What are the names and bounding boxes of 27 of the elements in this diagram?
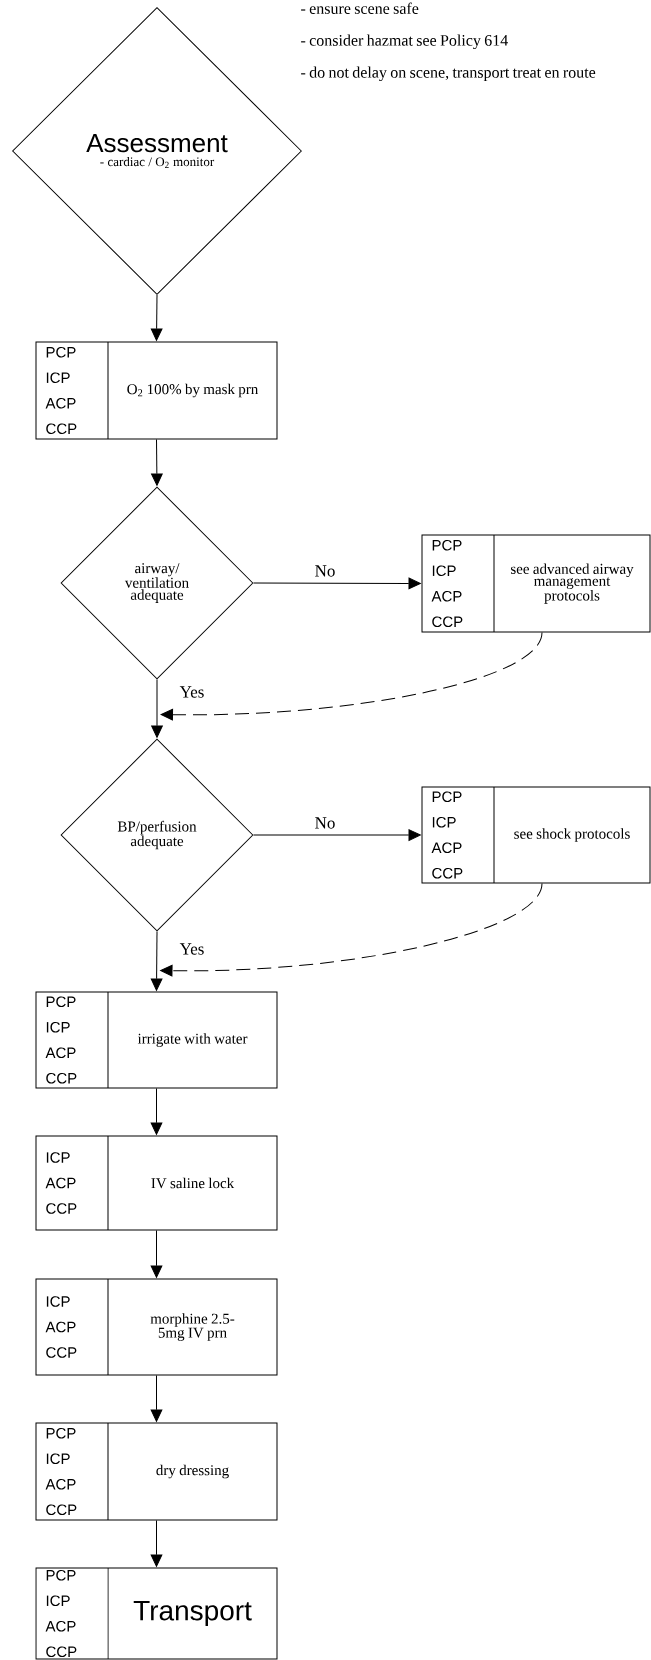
edge-label: No [313,816,337,830]
note-text: - ensure scene safe [301,2,419,14]
process-box: ICP ACP CCP morphine 2.5-5mg IV prn [35,1278,278,1376]
arrow [150,1088,163,1135]
edge-label: No [313,564,337,578]
process-box: PCP ICP ACP CCP irrigate with water [35,991,278,1089]
arrow [150,931,163,991]
process-box: PCP ICP ACP CCP Transport [35,1567,278,1660]
note-text: - do not delay on scene, transport treat en route [301,66,596,82]
process-box: PCP ICP ACP CCP dry dressing [35,1422,278,1521]
arrow [150,1520,163,1567]
arrow [253,829,421,841]
arrow [253,577,421,590]
arrow [150,294,163,341]
arrow [150,1375,163,1422]
edge-label: Yes [178,942,206,956]
arrow [160,883,543,977]
note-text: - consider hazmat see Policy 614 [301,34,508,50]
process-box: PCP ICP ACP CCP see advanced airway management protocols [421,534,651,633]
arrow [160,632,543,721]
edge-label: Yes [178,685,206,699]
arrow [150,1230,163,1278]
arrow [151,679,163,738]
process-box: PCP ICP ACP CCP O$_{2}$ 100% by mask prn [35,341,278,440]
process-box: PCP ICP ACP CCP see shock protocols [421,786,651,884]
process-box: ICP ACP CCP IV saline lock [35,1135,278,1231]
arrow [151,439,163,486]
